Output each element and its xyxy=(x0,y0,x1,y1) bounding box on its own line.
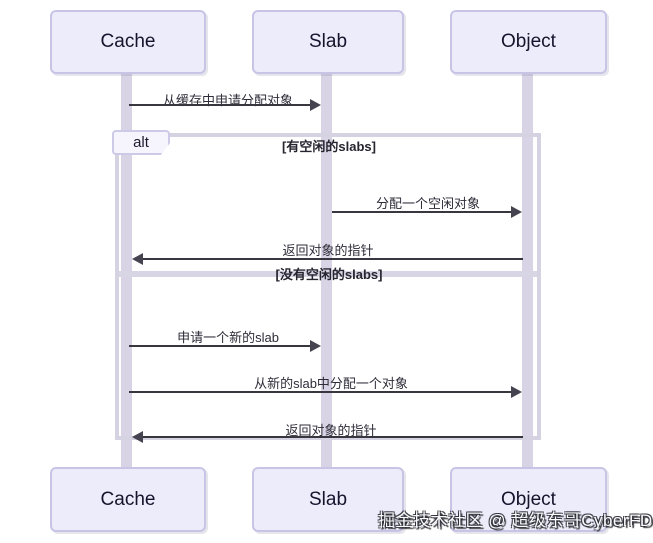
lifeline-cache xyxy=(121,72,132,469)
lifeline-object xyxy=(522,72,533,469)
participant-cache-top: Cache xyxy=(50,10,206,74)
alt-else-divider xyxy=(119,271,537,277)
message-label-alloc-from-new-slab: 从新的slab中分配一个对象 xyxy=(254,376,408,391)
alt-operator-label: alt xyxy=(133,134,149,151)
guard-else-label: [没有空闲的slabs] xyxy=(275,267,383,282)
arrowhead-right-icon xyxy=(511,206,522,218)
participant-cache-bottom: Cache xyxy=(50,467,206,532)
message-line xyxy=(141,436,523,438)
participant-slab-top: Slab xyxy=(252,10,404,74)
participant-object-bottom: Object xyxy=(450,467,607,532)
message-label-new-slab: 申请一个新的slab xyxy=(177,330,279,345)
message-label-return-pointer: 返回对象的指针 xyxy=(282,243,374,258)
message-line xyxy=(129,345,311,347)
watermark: 掘金技术社区 @ 超级东哥CyberFD xyxy=(378,511,653,530)
participant-object-top: Object xyxy=(450,10,607,74)
alt-fragment-box xyxy=(115,133,541,440)
alt-operator-badge: alt xyxy=(112,130,170,155)
participant-label: Object xyxy=(501,488,556,510)
arrowhead-right-icon xyxy=(511,386,522,398)
arrowhead-right-icon xyxy=(310,99,321,111)
message-line xyxy=(332,211,512,213)
message-label-return-pointer-2: 返回对象的指针 xyxy=(285,423,377,438)
participant-label: Cache xyxy=(100,488,156,510)
message-line xyxy=(141,258,523,260)
message-line xyxy=(129,391,512,393)
lifeline-slab xyxy=(321,72,332,469)
message-line xyxy=(129,104,311,106)
participant-label: Cache xyxy=(100,31,156,52)
participant-slab-bottom: Slab xyxy=(252,467,404,532)
participant-label: Slab xyxy=(308,488,348,510)
message-label-alloc-free-object: 分配一个空闲对象 xyxy=(375,196,481,211)
message-label-request-object: 从缓存中申请分配对象 xyxy=(162,93,294,108)
guard-if-label: [有空闲的slabs] xyxy=(282,139,376,154)
participant-label: Object xyxy=(501,31,556,52)
arrowhead-left-icon xyxy=(132,253,143,265)
participant-label: Slab xyxy=(308,31,348,52)
arrowhead-left-icon xyxy=(132,431,143,443)
arrowhead-right-icon xyxy=(310,340,321,352)
